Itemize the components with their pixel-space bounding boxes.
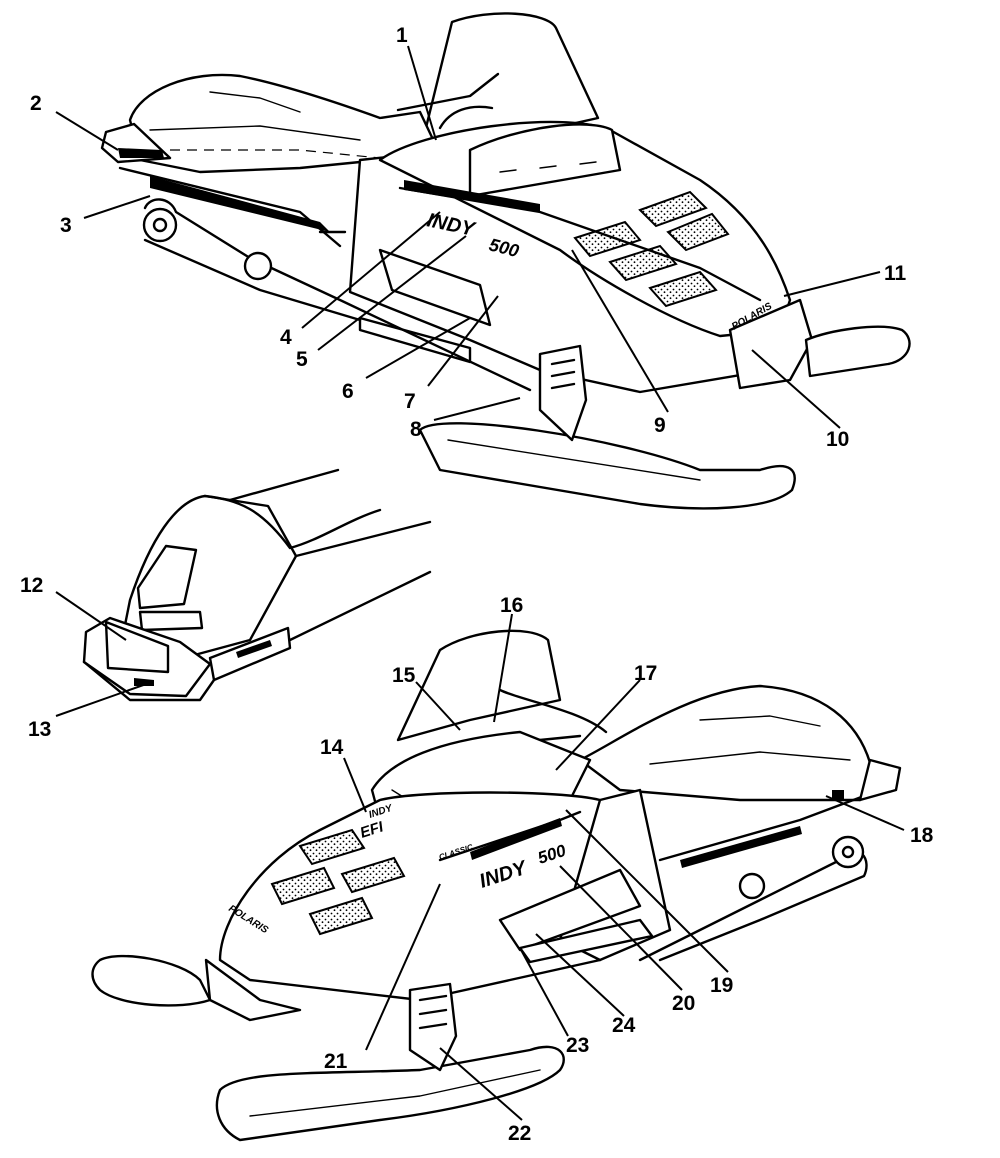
callout-7: 7: [404, 390, 416, 413]
callout-21: 21: [324, 1050, 348, 1073]
callout-6: 6: [342, 380, 354, 403]
ski-front-right: [804, 325, 911, 378]
callout-15: 15: [392, 664, 416, 687]
callout-22: 22: [508, 1122, 531, 1145]
callout-9: 9: [654, 414, 666, 437]
rear-detail-view: [82, 468, 432, 702]
callout-23: 23: [566, 1034, 589, 1057]
seat-2: [578, 684, 874, 802]
windshield: [418, 12, 600, 154]
callout-2: 2: [30, 92, 42, 115]
callout-10: 10: [826, 428, 849, 451]
callout-24: 24: [612, 1014, 636, 1037]
callout-13: 13: [28, 718, 51, 741]
callout-19: 19: [710, 974, 733, 997]
callout-4: 4: [280, 326, 292, 349]
callout-5: 5: [296, 348, 308, 371]
snowmobile-top-view: INDY 500 POLARIS: [100, 12, 911, 510]
callout-8: 8: [410, 418, 422, 441]
callout-12: 12: [20, 574, 43, 597]
rear-bumper-2: [858, 758, 902, 802]
callout-17: 17: [634, 662, 657, 685]
callout-1: 1: [396, 24, 408, 47]
windshield-2: [396, 629, 562, 742]
callout-labels: 1 2 3 4 5 6 7 8 9 10 11 12 13 14 15 16 1…: [20, 24, 934, 1145]
callout-16: 16: [500, 594, 523, 617]
callout-20: 20: [672, 992, 695, 1015]
decal-dash-badge: EFI: [358, 818, 386, 842]
track: [143, 198, 532, 392]
callout-18: 18: [910, 824, 934, 847]
callout-14: 14: [320, 736, 344, 759]
dash-console: [468, 123, 622, 198]
snowmobile-bottom-view: INDY 500 POLARIS INDY EFI CLASSIC: [91, 629, 902, 1142]
track-2: [638, 850, 868, 962]
callout-11: 11: [884, 262, 907, 285]
ski-rear-right: [215, 1045, 565, 1142]
ski-rear-left: [91, 954, 212, 1007]
callout-3: 3: [60, 214, 72, 237]
seat: [128, 73, 440, 174]
leader-lines: [55, 45, 905, 1121]
